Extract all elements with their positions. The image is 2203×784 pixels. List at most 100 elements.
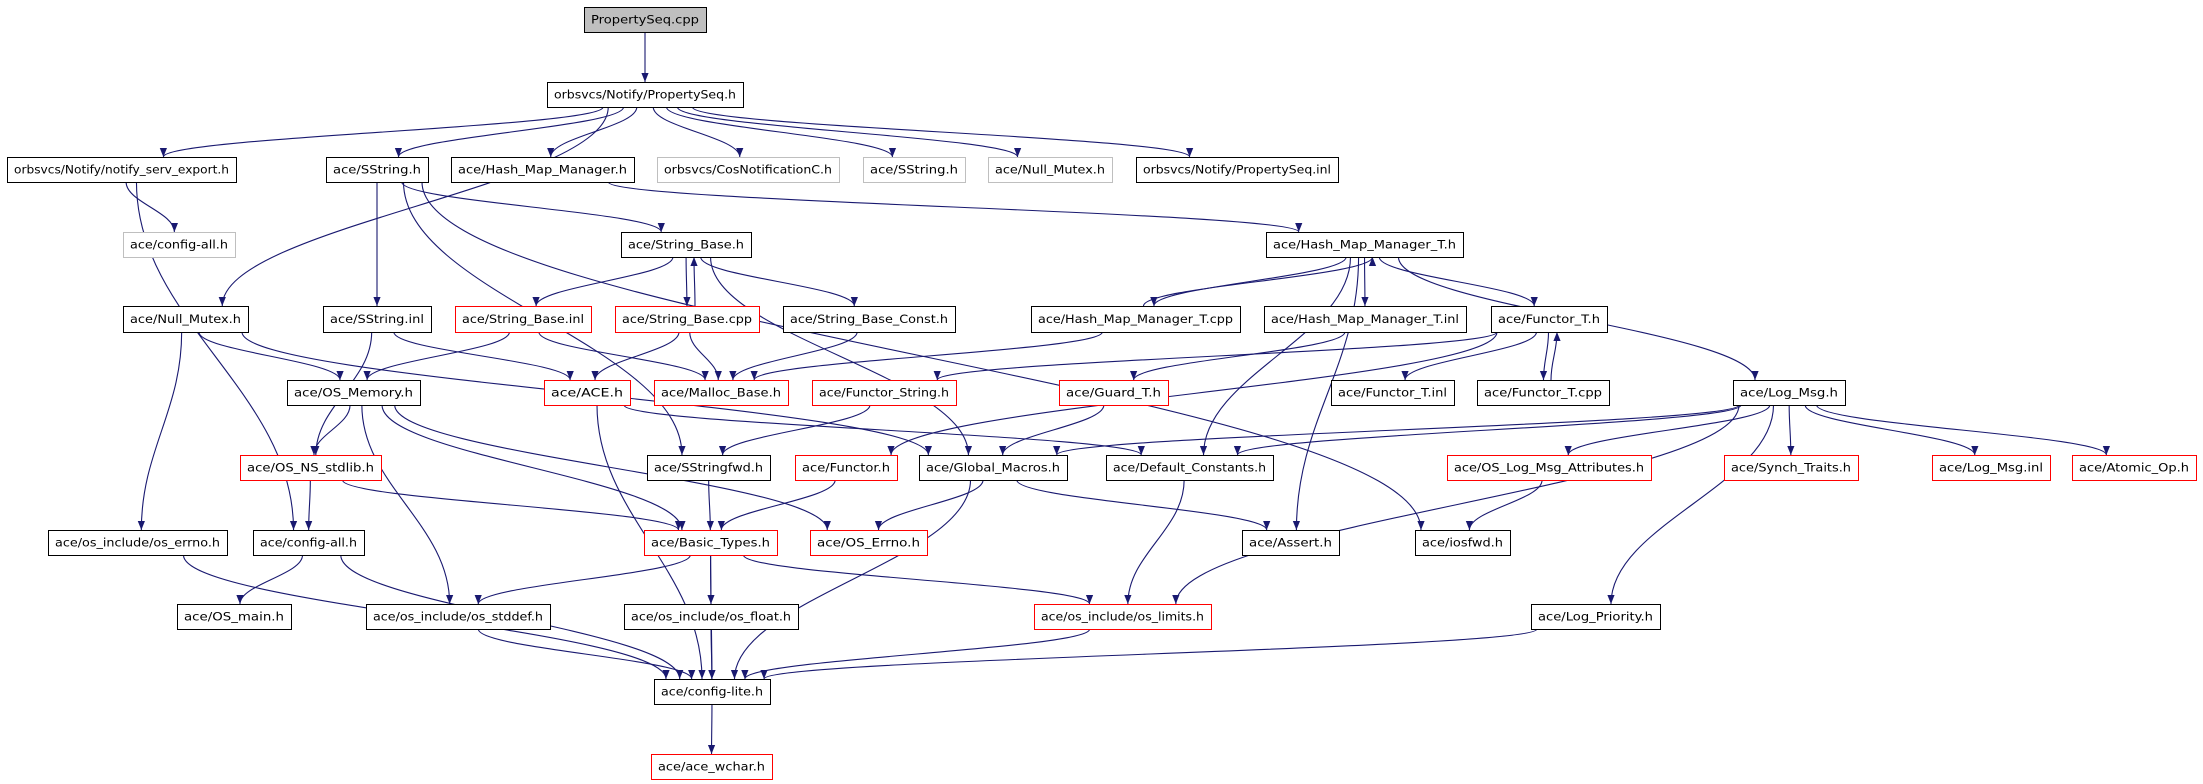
node-box: [654, 380, 789, 406]
edge-logmsg_h-to-oslimits: [1172, 404, 1740, 605]
edge-functort_h-to-functort_inl: [1401, 331, 1538, 381]
edge-oslimits-to-configlite: [741, 628, 1091, 680]
node-hmmt_cpp[interactable]: ace/Hash_Map_Manager_T.cpp: [1031, 306, 1241, 333]
edge-logmsg_h-to-logpriority: [1607, 404, 1775, 605]
edge-osnsstdlib-to-basictypes: [341, 479, 682, 531]
node-acewchar[interactable]: ace/ace_wchar.h: [651, 754, 773, 780]
node-sstringfwd[interactable]: ace/SStringfwd.h: [647, 455, 771, 481]
node-box: [654, 679, 771, 705]
node-stringbase_inl[interactable]: ace/String_Base.inl: [455, 306, 592, 333]
edge-basictypes-to-oslimits: [742, 554, 1093, 605]
node-label: ace/Functor.h: [802, 461, 890, 475]
node-sstring_h2[interactable]: ace/SString.h: [863, 157, 966, 183]
edge-pseq_h-to-sstring_h: [394, 106, 625, 158]
node-box: [657, 157, 840, 183]
node-configall[interactable]: ace/config-all.h: [253, 530, 365, 556]
node-box: [988, 157, 1113, 183]
node-box: [615, 306, 760, 333]
node-nullmutex[interactable]: ace/Null_Mutex.h: [123, 306, 249, 333]
node-configlite[interactable]: ace/config-lite.h: [654, 679, 771, 705]
node-cosnotif[interactable]: orbsvcs/CosNotificationC.h: [657, 157, 840, 183]
node-nullmutex_g[interactable]: ace/Null_Mutex.h: [988, 157, 1113, 183]
node-configall_g[interactable]: ace/config-all.h: [123, 232, 236, 258]
node-box: [1733, 380, 1846, 406]
node-guardt[interactable]: ace/Guard_T.h: [1059, 380, 1169, 406]
node-label: ace/Functor_String.h: [819, 386, 949, 400]
node-osmemory[interactable]: ace/OS_Memory.h: [287, 380, 421, 406]
node-stringbase_cpp[interactable]: ace/String_Base.cpp: [615, 306, 760, 333]
node-box: [621, 232, 752, 258]
node-notify_export[interactable]: orbsvcs/Notify/notify_serv_export.h: [7, 157, 237, 183]
node-globalmacros[interactable]: ace/Global_Macros.h: [919, 455, 1068, 481]
node-functort_cpp[interactable]: ace/Functor_T.cpp: [1477, 380, 1610, 406]
node-label: ace/Global_Macros.h: [926, 461, 1060, 475]
node-box: [812, 380, 957, 406]
node-iosfwd[interactable]: ace/iosfwd.h: [1415, 530, 1511, 556]
node-hmmt_h[interactable]: ace/Hash_Map_Manager_T.h: [1266, 232, 1464, 258]
node-label: ace/String_Base.cpp: [622, 312, 752, 326]
node-functorstring[interactable]: ace/Functor_String.h: [812, 380, 957, 406]
node-label: ace/os_include/os_errno.h: [55, 536, 220, 550]
edge-hmmt_h-to-defaultconst: [1199, 256, 1352, 456]
node-label: ace/Hash_Map_Manager_T.h: [1273, 238, 1456, 252]
node-osfloat[interactable]: ace/os_include/os_float.h: [624, 604, 799, 630]
node-label: ace/String_Base.h: [628, 238, 744, 252]
node-sstring_inl[interactable]: ace/SString.inl: [323, 306, 432, 333]
edge-pseq_h-to-sstring_h2: [665, 106, 896, 158]
node-box: [1447, 455, 1652, 481]
edge-functort_h-to-functorstring: [933, 331, 1498, 381]
node-stringbase_h[interactable]: ace/String_Base.h: [621, 232, 752, 258]
node-basictypes[interactable]: ace/Basic_Types.h: [644, 530, 778, 556]
node-functor_h[interactable]: ace/Functor.h: [795, 455, 898, 481]
edge-functorstring-to-sstringfwd: [719, 404, 871, 456]
edge-basictypes-to-osstddef: [474, 554, 691, 605]
node-label: ace/Log_Msg.inl: [1939, 461, 2043, 475]
node-box: [919, 455, 1068, 481]
node-box: [451, 157, 635, 183]
node-hmm_h[interactable]: ace/Hash_Map_Manager.h: [451, 157, 635, 183]
node-sstring_h[interactable]: ace/SString.h: [326, 157, 429, 183]
node-pseq_h[interactable]: orbsvcs/Notify/PropertySeq.h: [547, 82, 744, 108]
node-logpriority[interactable]: ace/Log_Priority.h: [1531, 604, 1661, 630]
node-oslimits[interactable]: ace/os_include/os_limits.h: [1034, 604, 1212, 630]
edge-stringbase_const-to-mallocbase: [729, 331, 858, 381]
node-label: ace/os_include/os_stddef.h: [373, 610, 543, 624]
edge-pseq_h-to-pseq_inl: [691, 106, 1194, 158]
node-logmsg_inl[interactable]: ace/Log_Msg.inl: [1932, 455, 2051, 481]
node-synchtraits[interactable]: ace/Synch_Traits.h: [1724, 455, 1859, 481]
node-box: [253, 530, 365, 556]
node-osnsstdlib[interactable]: ace/OS_NS_stdlib.h: [240, 455, 382, 481]
node-label: ace/Malloc_Base.h: [661, 386, 781, 400]
node-functort_h[interactable]: ace/Functor_T.h: [1491, 306, 1608, 333]
edge-sstring_h-to-iosfwd: [421, 181, 1425, 531]
node-label: orbsvcs/Notify/PropertySeq.h: [554, 88, 736, 102]
node-hmmt_inl[interactable]: ace/Hash_Map_Manager_T.inl: [1264, 306, 1467, 333]
edge-hmmt_h-to-assert_h: [1292, 256, 1360, 531]
node-assert_h[interactable]: ace/Assert.h: [1242, 530, 1340, 556]
node-osstddef[interactable]: ace/os_include/os_stddef.h: [366, 604, 551, 630]
edge-defaultconst-to-oslimits: [1124, 479, 1185, 605]
node-label: ace/os_include/os_float.h: [631, 610, 791, 624]
edge-sstring_h-to-stringbase_h: [401, 181, 665, 233]
edge-osstddef-to-configlite: [477, 628, 696, 680]
node-mallocbase[interactable]: ace/Malloc_Base.h: [654, 380, 789, 406]
node-logmsg_h[interactable]: ace/Log_Msg.h: [1733, 380, 1846, 406]
node-oslogmsgattr[interactable]: ace/OS_Log_Msg_Attributes.h: [1447, 455, 1652, 481]
node-osmain[interactable]: ace/OS_main.h: [177, 604, 292, 630]
node-oserrno_inc[interactable]: ace/os_include/os_errno.h: [48, 530, 228, 556]
node-atomicop[interactable]: ace/Atomic_Op.h: [2072, 455, 2197, 481]
edge-logmsg_h-to-logmsg_inl: [1804, 404, 1979, 456]
node-defaultconst[interactable]: ace/Default_Constants.h: [1106, 455, 1274, 481]
node-box: [366, 604, 551, 630]
edge-nullmutex-to-osmemory: [198, 331, 344, 381]
node-root[interactable]: PropertySeq.cpp: [584, 7, 707, 33]
edge-hmmt_inl-to-guardt: [1130, 331, 1346, 381]
node-stringbase_const[interactable]: ace/String_Base_Const.h: [783, 306, 956, 333]
edge-stringbase_cpp-to-stringbase_h: [690, 256, 698, 307]
node-oserrno[interactable]: ace/OS_Errno.h: [810, 530, 928, 556]
node-label: ace/Null_Mutex.h: [995, 163, 1105, 177]
node-pseq_inl[interactable]: orbsvcs/Notify/PropertySeq.inl: [1136, 157, 1339, 183]
node-functort_inl[interactable]: ace/Functor_T.inl: [1331, 380, 1455, 406]
node-ace_h[interactable]: ace/ACE.h: [544, 380, 631, 406]
